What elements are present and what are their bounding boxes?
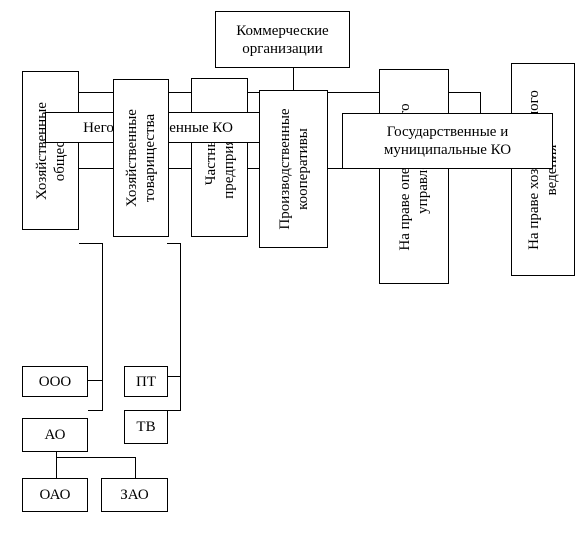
tv-label: ТВ — [136, 419, 156, 435]
ooo-box: ООО — [22, 366, 88, 397]
operational-management-box: На праве оперативного управления — [379, 69, 449, 284]
pt-box: ПТ — [124, 366, 168, 397]
cooperatives-box: Производственные кооперативы — [259, 90, 328, 248]
cooperatives-label: Производственные кооперативы — [276, 108, 311, 230]
zao-label: ЗАО — [120, 487, 149, 503]
connector-societies-tick — [79, 243, 103, 244]
ooo-label: ООО — [38, 373, 72, 390]
connector-partnerships-tick — [167, 243, 181, 244]
private-enterprises-box: Частные предприятия — [191, 78, 248, 237]
zao-box: ЗАО — [101, 478, 168, 512]
state-municipal-ko-label: Государственные и муниципальные КО — [383, 124, 512, 158]
connector-societies-vertical — [102, 243, 103, 411]
economic-management-box: На праве хозяйственного ведения — [511, 63, 575, 276]
commercial-organizations-label: Коммерческие организации — [236, 22, 329, 57]
oao-box: ОАО — [22, 478, 88, 512]
tv-box: ТВ — [124, 410, 168, 444]
economic-societies-box: Хозяйственные общества — [22, 71, 79, 230]
pt-label: ПТ — [136, 373, 156, 390]
connector-partnerships-vertical — [180, 243, 181, 411]
ao-box: АО — [22, 418, 88, 452]
connector-ao-down — [56, 452, 57, 478]
connector-pt — [168, 376, 181, 377]
commercial-organizations-box: Коммерческие организации — [215, 11, 350, 68]
economic-partnerships-box: Хозяйственные товарищества — [113, 79, 169, 237]
connector-ao — [88, 410, 103, 411]
connector-ooo — [88, 380, 103, 381]
connector-right-drop — [480, 92, 481, 114]
connector-zao-drop — [135, 457, 136, 478]
economic-partnerships-label: Хозяйственные товарищества — [124, 109, 158, 207]
ao-label: АО — [44, 427, 66, 443]
oao-label: ОАО — [39, 487, 71, 503]
state-municipal-ko-banner: Государственные и муниципальные КО — [342, 113, 553, 169]
connector-root-down — [293, 68, 294, 93]
connector-ao-split — [56, 457, 136, 458]
connector-tv — [168, 410, 181, 411]
